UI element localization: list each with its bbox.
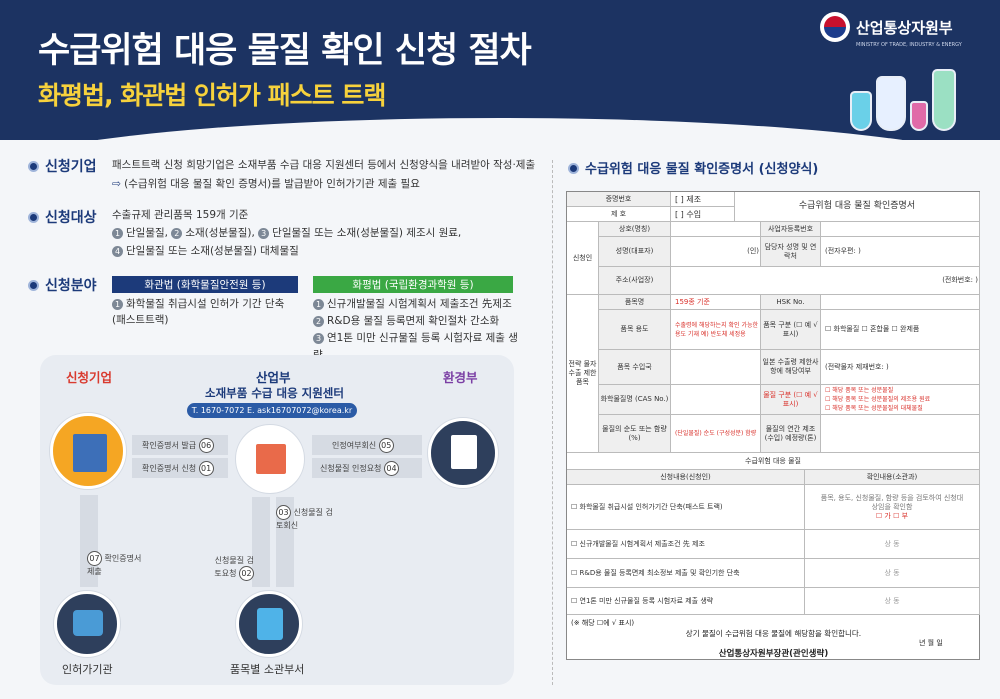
env-document-icon — [428, 418, 498, 488]
step-01: 확인증명서 신청 01 — [142, 461, 214, 476]
target-section-title: 신청대상 — [28, 207, 97, 227]
form-section-title: 수급위험 대응 물질 확인증명서 (신청양식) — [568, 158, 818, 177]
step-02: 신청물질 검토요청 02 — [210, 555, 254, 581]
step-05: 인정여부회신 05 — [332, 438, 394, 453]
ministry-name: 산업통상자원부 — [856, 18, 953, 37]
applicant-line2: ⇨ (수급위험 대응 물질 확인 증명서)를 발급받아 인허가기관 제출 필요 — [112, 178, 420, 190]
step-04: 신청물질 인정요청 04 — [320, 461, 399, 476]
lab-flasks-icon — [842, 50, 967, 135]
target-line1: 수출규제 관리품목 159개 기준 — [112, 209, 249, 221]
bullet-icon — [28, 280, 39, 291]
applicant-section-title: 신청기업 — [28, 156, 97, 176]
center-contact: T. 1670-7072 E. ask16707072@korea.kr — [187, 403, 357, 418]
taegeuk-icon — [820, 12, 850, 42]
bullet-icon — [28, 212, 39, 223]
form-signature: 산업통상자원부장관(관인생략) — [718, 649, 829, 659]
entity-company: 신청기업 — [66, 370, 113, 385]
law-tag-hwagwan: 화관법 (화학물질안전원 등) — [112, 276, 298, 293]
entity-ministry: 산업부 — [256, 370, 291, 385]
field-section-title: 신청분야 — [28, 275, 97, 295]
application-form: 증명번호 제 호 [ ] 제조 [ ] 수입 수급위험 대응 물질 확인증명서 … — [566, 191, 980, 660]
step-03: 03 신청물질 검토회신 — [276, 505, 336, 531]
arrow-icon: ⇨ — [112, 178, 121, 190]
licensing-agency-icon — [54, 591, 120, 657]
form-title: 수급위험 대응 물질 확인증명서 — [735, 192, 980, 222]
dept-document-icon — [236, 591, 302, 657]
company-building-icon — [50, 413, 126, 489]
bullet-icon — [28, 161, 39, 172]
step-06: 확인증명서 발급 06 — [142, 438, 214, 453]
header-banner: 수급위험 대응 물질 확인 신청 절차 화평법, 화관법 인허가 패스트 트랙 … — [0, 0, 1000, 140]
applicant-line1: 패스트트랙 신청 희망기업은 소재부품 수급 대응 지원센터 등에서 신청양식을… — [112, 159, 536, 171]
licensing-label: 인허가기관 — [62, 663, 113, 676]
page-title: 수급위험 대응 물질 확인 신청 절차 — [38, 31, 532, 71]
entity-env: 환경부 — [443, 370, 478, 385]
ministry-building-icon — [236, 425, 304, 493]
center-name: 소재부품 수급 대응 지원센터 — [205, 386, 344, 400]
law-tag-hwapyeong: 화평법 (국립환경과학원 등) — [313, 276, 513, 293]
bullet-icon — [568, 163, 579, 174]
ministry-logo: 산업통상자원부 MINISTRY OF TRADE, INDUSTRY & EN… — [820, 12, 962, 48]
process-flow-diagram: 신청기업 산업부 환경부 소재부품 수급 대응 지원센터 T. 1670-707… — [40, 355, 514, 685]
ministry-name-en: MINISTRY OF TRADE, INDUSTRY & ENERGY — [856, 42, 962, 48]
page-subtitle: 화평법, 화관법 인허가 패스트 트랙 — [38, 81, 386, 110]
dept-label: 품목별 소관부서 — [230, 663, 305, 676]
step-07: 07 확인증명서 제출 — [87, 551, 147, 577]
